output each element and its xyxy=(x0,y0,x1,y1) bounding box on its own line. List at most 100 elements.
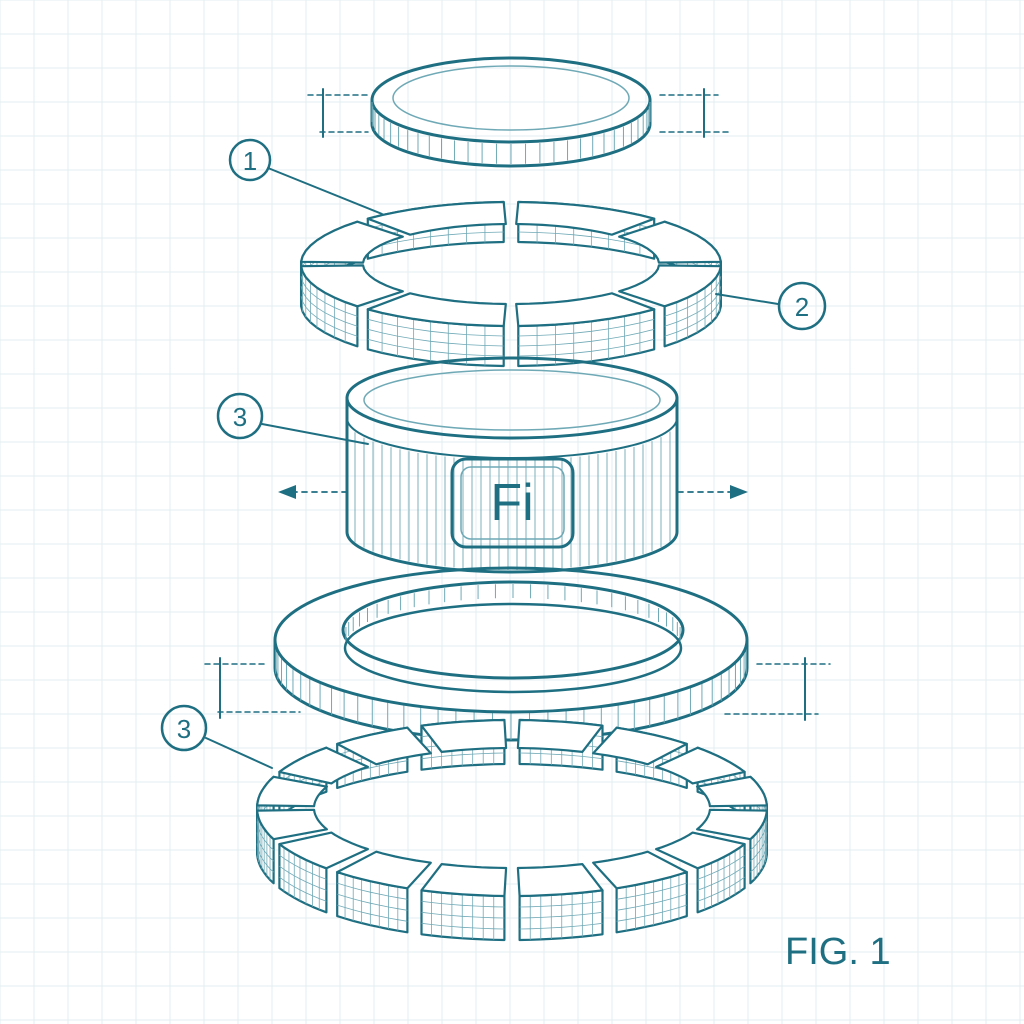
upper-ring-segment-top xyxy=(515,292,656,328)
hatch-line xyxy=(279,854,327,880)
figure-caption: FIG. 1 xyxy=(785,931,891,973)
hatch-line xyxy=(697,865,745,891)
bottom-ring-segment-top xyxy=(655,831,746,870)
top-disc-cap xyxy=(370,56,652,168)
bottom-ring-segment-top xyxy=(655,746,746,785)
leader-line-3b xyxy=(205,737,273,769)
hatch-line xyxy=(367,328,504,347)
hatch-line xyxy=(279,865,327,891)
bottom-ring-segment-side xyxy=(420,889,506,942)
svg-text:3: 3 xyxy=(177,714,191,744)
fi-logo-frame xyxy=(450,457,575,549)
bottom-ring-segment xyxy=(336,850,432,934)
hatch-line xyxy=(337,882,408,900)
hatch-line xyxy=(256,832,274,862)
hatch-line xyxy=(664,296,722,337)
bottom-ring-segment-top xyxy=(336,850,432,890)
top-disc-face xyxy=(370,56,652,144)
upper-ring-segment xyxy=(515,292,656,368)
bottom-ring-segment xyxy=(420,863,508,942)
top-disc-inner-rim xyxy=(392,65,630,131)
hatch-line xyxy=(750,843,768,873)
bottom-ring-segment xyxy=(278,831,369,914)
hatch-line xyxy=(518,338,655,357)
upper-ring-segment xyxy=(300,264,404,348)
bottom-ring-segment-top xyxy=(420,863,508,898)
hatch-line xyxy=(337,904,408,922)
expansion-arrows xyxy=(278,485,748,499)
upper-ring-segment-top xyxy=(366,200,507,236)
upper-ring-segment-top xyxy=(300,264,404,308)
callout-2: 2 xyxy=(777,281,827,331)
leader-lines xyxy=(205,167,779,769)
callout-3-lower: 3 xyxy=(160,704,208,752)
bottom-ring-segment xyxy=(256,808,328,885)
bottom-ring-segment-top xyxy=(592,850,688,890)
bottom-segmented-ring xyxy=(256,718,768,942)
bottom-ring-segment-side xyxy=(518,889,604,942)
svg-text:1: 1 xyxy=(243,146,257,176)
cylinder-side-wall xyxy=(345,396,679,574)
svg-text:2: 2 xyxy=(795,292,809,322)
callout-1: 1 xyxy=(228,138,272,182)
hatch-line xyxy=(300,286,358,327)
bottom-ring-segment-top xyxy=(696,808,768,841)
upper-ring-segment xyxy=(618,264,722,348)
lower-ring-inner-bottom xyxy=(343,602,683,694)
hatch-line xyxy=(519,752,603,760)
bottom-ring-segment-top xyxy=(336,726,432,766)
bottom-ring-segment-top xyxy=(278,746,369,785)
hatch-line xyxy=(421,911,505,919)
upper-ring-segment-top xyxy=(366,292,507,328)
bottom-ring-segment xyxy=(696,808,768,885)
top-disc-dimension-marks xyxy=(307,88,731,138)
hatch-line xyxy=(750,832,768,862)
fi-logo-inner-frame xyxy=(460,466,565,540)
upper-ring-segment xyxy=(366,200,507,260)
hatch-line xyxy=(664,276,722,317)
top-disc-side xyxy=(370,98,652,168)
hatch-line xyxy=(300,296,358,337)
hatch-line xyxy=(367,338,504,357)
hatch-line xyxy=(519,900,603,908)
hatch-line xyxy=(421,922,505,930)
fi-logo-badge: Fi xyxy=(450,457,575,549)
lower-ring-face xyxy=(273,566,749,714)
hatch-line xyxy=(279,876,327,902)
top-disc-hatching xyxy=(371,102,651,164)
bottom-ring-segment-top xyxy=(696,775,768,808)
leader-line-1 xyxy=(267,167,383,215)
bottom-ring-segment xyxy=(516,863,604,942)
callout-3-upper: 3 xyxy=(216,392,264,440)
upper-ring-segment-top xyxy=(515,200,656,236)
leader-line-3a xyxy=(261,423,369,445)
bottom-ring-segment-top xyxy=(516,718,604,753)
hatch-line xyxy=(300,276,358,317)
hatch-line xyxy=(518,231,655,250)
upper-ring-segment xyxy=(515,200,656,260)
hatch-line xyxy=(256,821,274,851)
bottom-ring-segment xyxy=(516,718,604,771)
upper-ring-segment-top xyxy=(618,220,722,264)
lower-ring-inner-wall-hatching xyxy=(345,584,681,641)
bottom-ring-segment xyxy=(655,831,746,914)
upper-segmented-ring xyxy=(300,200,722,368)
hatch-line xyxy=(421,900,505,908)
hatch-line xyxy=(519,922,603,930)
hatch-line xyxy=(367,231,504,250)
hatch-line xyxy=(256,843,274,873)
central-cylinder-body: Fi xyxy=(345,356,679,574)
upper-ring-segment-top xyxy=(618,264,722,308)
fi-logo-text: Fi xyxy=(490,474,533,532)
svg-text:3: 3 xyxy=(233,402,247,432)
cylinder-top-rim xyxy=(345,356,679,440)
right-arrow-head xyxy=(730,485,748,499)
hatch-line xyxy=(616,904,687,922)
hatch-line xyxy=(519,911,603,919)
bottom-ring-segment-top xyxy=(256,775,328,808)
hatch-line xyxy=(750,821,768,851)
bottom-ring-segment-top xyxy=(256,808,328,841)
hatch-line xyxy=(697,876,745,902)
hatch-line xyxy=(616,893,687,911)
